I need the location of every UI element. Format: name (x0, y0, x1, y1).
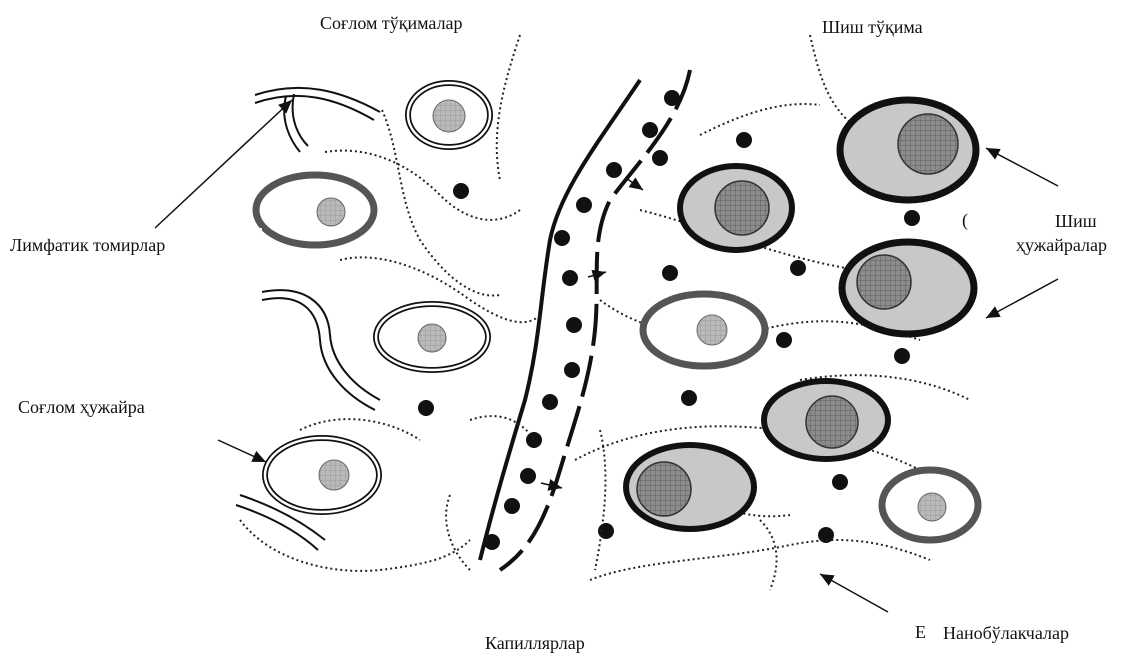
healthy-cell (643, 294, 765, 366)
healthy-cell (265, 438, 379, 512)
arrow-tumor-cells-2 (986, 279, 1058, 318)
extravasation-arrows (541, 178, 643, 488)
tumor-cell (840, 100, 976, 200)
tumor-cell (842, 242, 974, 334)
tumor-cell (626, 445, 754, 529)
healthy-cell (376, 304, 488, 370)
arrow-nanoparticles (820, 574, 888, 612)
tumor-cell (680, 166, 792, 250)
healthy-cell (408, 83, 490, 147)
healthy-cell (256, 175, 374, 245)
tumor-cell (764, 381, 888, 459)
arrow-healthy-cell (218, 440, 266, 462)
healthy-cell (882, 470, 978, 540)
arrow-tumor-cells-1 (986, 148, 1058, 186)
